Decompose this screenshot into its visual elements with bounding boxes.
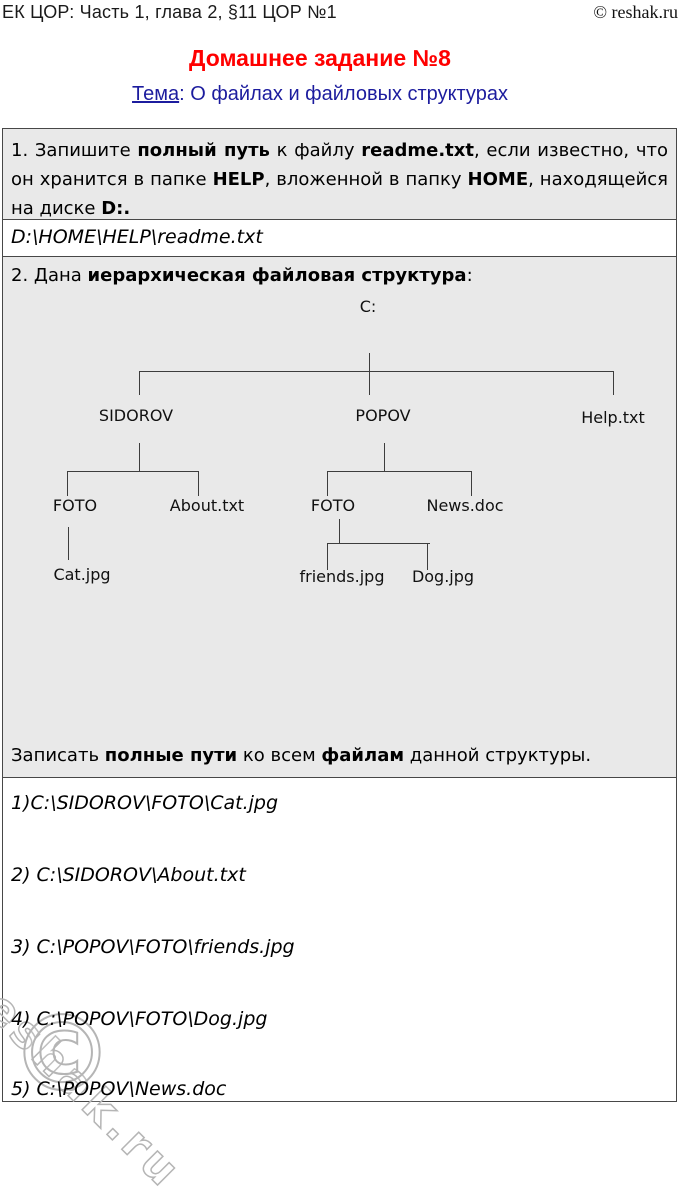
header-source-label: ЕК ЦОР: Часть 1, глава 2, §11 ЦОР №1 xyxy=(2,2,337,22)
tree-node-about-txt: About.txt xyxy=(169,496,245,515)
task1-bold: D:. xyxy=(101,198,131,219)
copyright-watermark-icon: © xyxy=(9,993,115,1115)
tree-node-sidorov: SIDOROV xyxy=(98,406,174,425)
tree-line xyxy=(68,527,69,560)
task2-section: 2. Дана иерархическая файловая структура… xyxy=(3,256,676,777)
task2-answers: 1)C:\SIDOROV\FOTO\Cat.jpg 2) C:\SIDOROV\… xyxy=(3,777,676,1100)
copyright-label: © reshak.ru xyxy=(593,2,678,22)
answer-row-2: 2) C:\SIDOROV\About.txt xyxy=(11,864,246,886)
tree-line xyxy=(327,471,472,472)
task1-bold: HELP xyxy=(212,169,265,190)
task2-bold: файлам xyxy=(321,745,405,766)
tree-line xyxy=(613,371,614,395)
task1-text: 1. Запишите xyxy=(11,140,138,161)
assignment-table: 1. Запишите полный путь к файлу readme.t… xyxy=(2,128,677,1102)
tree-line xyxy=(327,543,328,570)
task2-text: ко всем xyxy=(237,745,322,766)
task1-text: , вложенной в папку xyxy=(264,169,468,190)
task1-answer-path: D:\HOME\HELP\readme.txt xyxy=(3,219,676,256)
task1-text: , если известно, что он хранится в папке xyxy=(11,140,668,190)
tree-line xyxy=(369,353,370,395)
answer-row-3: 3) C:\POPOV\FOTO\friends.jpg xyxy=(11,936,295,958)
tree-line xyxy=(198,471,199,496)
tree-node-foto-popov: FOTO xyxy=(310,496,356,515)
tree-line xyxy=(327,543,430,544)
task2-text: Записать xyxy=(11,745,105,766)
tree-line xyxy=(427,543,428,570)
task2-text: : xyxy=(466,265,473,286)
task1-text: к файлу xyxy=(269,140,362,161)
subtitle-theme-word: Тема xyxy=(132,83,180,105)
tree-line xyxy=(471,471,472,496)
answer-row-5: 5) C:\POPOV\News.doc xyxy=(11,1078,227,1100)
tree-node-popov: POPOV xyxy=(355,406,411,425)
tree-node-help-txt: Help.txt xyxy=(581,408,645,427)
tree-node-foto-sidorov: FOTO xyxy=(52,496,98,515)
task1-bold: полный путь xyxy=(137,140,270,161)
page-header: ЕК ЦОР: Часть 1, глава 2, §11 ЦОР №1 © r… xyxy=(2,2,678,23)
task2-text: 2. Дана xyxy=(11,265,88,286)
tree-line xyxy=(327,471,328,496)
tree-line xyxy=(139,371,614,372)
task2-bold: иерархическая файловая структура xyxy=(87,265,467,286)
tree-node-friends-jpg: friends.jpg xyxy=(299,567,385,586)
page-subtitle: Тема: О файлах и файловых структурах xyxy=(0,83,640,106)
tree-node-news-doc: News.doc xyxy=(426,496,504,515)
task1-bold: readme.txt xyxy=(361,140,474,161)
task1-question: 1. Запишите полный путь к файлу readme.t… xyxy=(3,129,676,219)
page-title: Домашнее задание №8 xyxy=(189,45,451,71)
tree-line xyxy=(339,519,340,544)
tree-node-dog-jpg: Dog.jpg xyxy=(411,567,475,586)
tree-node-cat-jpg: Cat.jpg xyxy=(53,565,111,584)
task2-text: данной структуры. xyxy=(404,745,592,766)
task2-instruction: Записать полные пути ко всем файлам данн… xyxy=(11,745,668,766)
tree-line xyxy=(139,443,140,472)
task1-bold: HOME xyxy=(467,169,529,190)
tree-node-drive-c: C: xyxy=(359,297,377,316)
task1-text: , находящейся на диске xyxy=(11,169,668,219)
task2-question: 2. Дана иерархическая файловая структура… xyxy=(11,265,668,286)
subtitle-theme-text: : О файлах и файловых структурах xyxy=(179,83,508,105)
task2-bold: полные пути xyxy=(104,745,238,766)
tree-line xyxy=(67,471,68,496)
tree-line xyxy=(139,371,140,395)
tree-line xyxy=(384,443,385,472)
answer-row-1: 1)C:\SIDOROV\FOTO\Cat.jpg xyxy=(11,792,279,814)
tree-line xyxy=(67,471,199,472)
answer-row-4: 4) C:\POPOV\FOTO\Dog.jpg xyxy=(11,1008,268,1030)
